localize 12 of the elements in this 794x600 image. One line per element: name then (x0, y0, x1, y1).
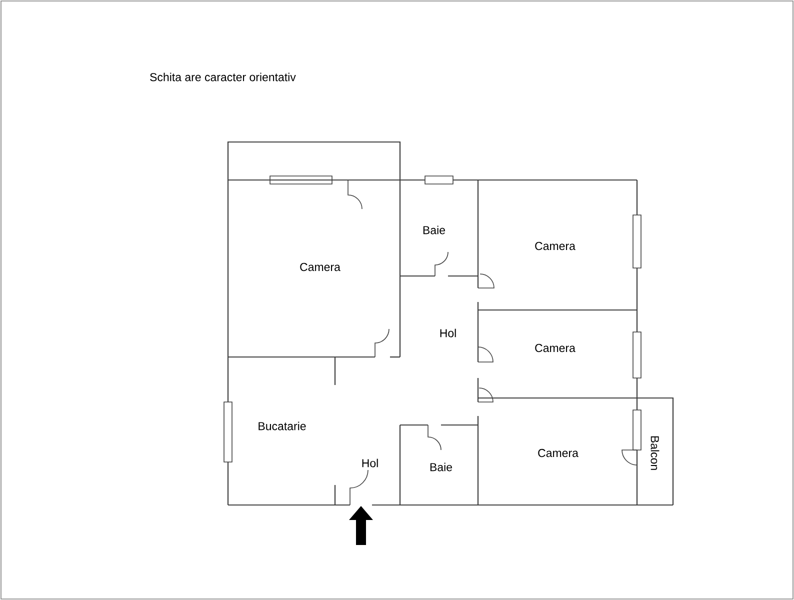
balcony-box (227, 141, 401, 181)
room-label: Baie (430, 462, 452, 472)
room-label: Hol (362, 458, 378, 468)
room-label: Bucatarie (258, 422, 306, 430)
room-label: Camera (535, 344, 576, 352)
room-label: Camera (535, 242, 576, 250)
room-label: Camera (300, 262, 340, 272)
room-label: Camera (538, 448, 578, 458)
room-label: Hol (440, 328, 456, 338)
title: Schita are caracter orientativ (150, 72, 296, 82)
room-label: Balcon (650, 436, 660, 470)
room-label: Baie (423, 226, 445, 234)
